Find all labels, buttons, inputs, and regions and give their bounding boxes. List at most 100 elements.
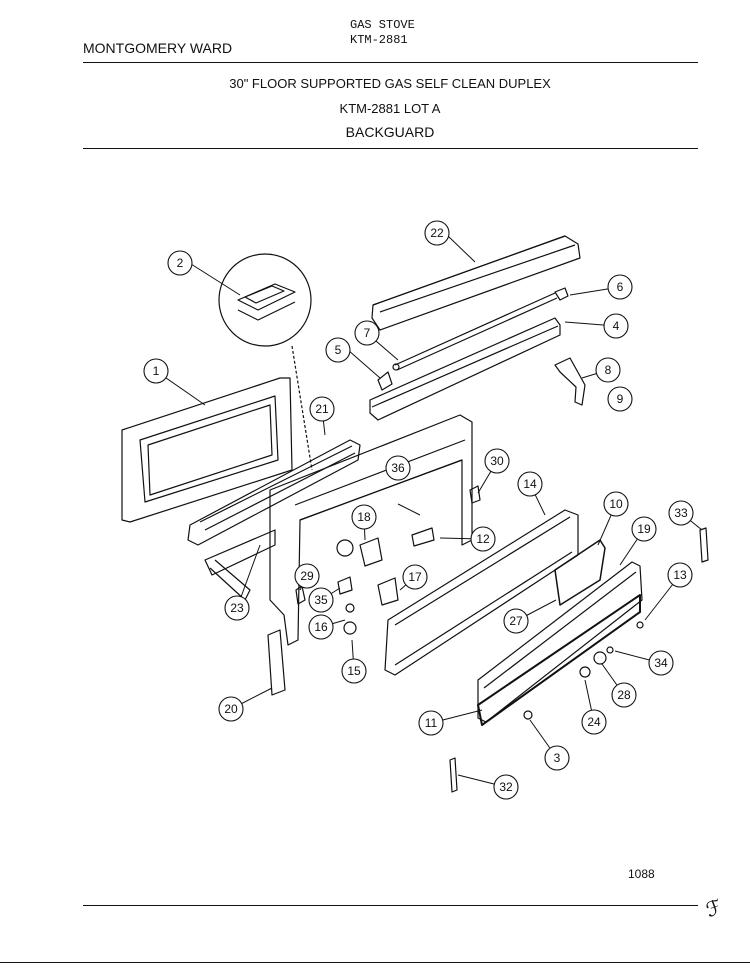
svg-text:2: 2 [177, 256, 184, 270]
svg-text:21: 21 [315, 402, 329, 416]
diagram-section: BACKGUARD [345, 124, 435, 140]
callout-19: 19 [631, 516, 657, 542]
footer-rule [83, 905, 698, 906]
callout-3: 3 [544, 745, 570, 771]
svg-text:27: 27 [509, 614, 523, 628]
part-rod [392, 292, 558, 371]
callout-13: 13 [667, 562, 693, 588]
callout-17: 17 [402, 564, 428, 590]
callout-1: 1 [143, 358, 169, 384]
callout-35: 35 [308, 587, 334, 613]
part-clip-32 [449, 757, 458, 793]
callout-14: 14 [517, 471, 543, 497]
part-switch-17 [377, 577, 399, 606]
part-knob-28 [593, 651, 607, 665]
part-bracket [369, 317, 561, 421]
svg-text:35: 35 [314, 593, 328, 607]
svg-text:36: 36 [391, 461, 405, 475]
part-clip-30 [469, 485, 481, 504]
part-ring-18 [336, 539, 354, 557]
callout-7: 7 [354, 320, 380, 346]
part-knob-24 [579, 666, 591, 678]
svg-text:9: 9 [617, 392, 624, 406]
part-nut-3 [523, 710, 533, 720]
callout-16: 16 [308, 614, 334, 640]
svg-text:33: 33 [674, 506, 688, 520]
callout-4: 4 [603, 313, 629, 339]
callout-27: 27 [503, 608, 529, 634]
svg-text:14: 14 [523, 477, 537, 491]
product-name: GAS STOVE [350, 18, 415, 32]
svg-text:8: 8 [605, 363, 612, 377]
callout-10: 10 [603, 491, 629, 517]
svg-text:15: 15 [347, 664, 361, 678]
callout-33: 33 [668, 500, 694, 526]
part-switch-18 [359, 537, 383, 567]
callout-8: 8 [595, 357, 621, 383]
callout-21: 21 [309, 396, 335, 422]
part-back-panel [121, 377, 293, 523]
part-clip-right [554, 287, 569, 301]
callout-34: 34 [648, 650, 674, 676]
diagram-title: 30" FLOOR SUPPORTED GAS SELF CLEAN DUPLE… [229, 76, 551, 91]
model-number: KTM-2881 [350, 33, 408, 47]
part-lower-rail [204, 529, 276, 601]
callout-9: 9 [607, 386, 633, 412]
callout-36: 36 [385, 455, 411, 481]
svg-text:5: 5 [335, 343, 342, 357]
svg-text:18: 18 [357, 510, 371, 524]
svg-text:20: 20 [224, 702, 238, 716]
callout-6: 6 [607, 274, 633, 300]
header-rule [83, 62, 698, 63]
callout-5: 5 [325, 337, 351, 363]
part-end-bracket [554, 357, 586, 406]
svg-text:13: 13 [673, 568, 687, 582]
callout-22: 22 [424, 220, 450, 246]
callout-28: 28 [611, 682, 637, 708]
part-detail-inset [218, 253, 313, 471]
svg-text:11: 11 [425, 716, 438, 730]
svg-text:24: 24 [587, 715, 601, 729]
callout-30: 30 [484, 448, 510, 474]
callout-24: 24 [581, 709, 607, 735]
part-top-trim [371, 235, 581, 331]
callout-2: 2 [167, 250, 193, 276]
title-rule [83, 148, 698, 149]
part-clip-29 [295, 585, 306, 605]
svg-text:29: 29 [300, 569, 314, 583]
svg-text:6: 6 [617, 280, 624, 294]
svg-text:34: 34 [654, 656, 668, 670]
svg-text:10: 10 [609, 497, 623, 511]
svg-text:1: 1 [153, 364, 160, 378]
callout-32: 32 [493, 774, 519, 800]
svg-text:12: 12 [476, 532, 490, 546]
part-end-cap [267, 629, 286, 696]
callout-20: 20 [218, 696, 244, 722]
part-filter [554, 539, 606, 606]
part-lower-strip [477, 594, 641, 726]
svg-text:3: 3 [554, 751, 561, 765]
callout-12: 12 [470, 526, 496, 552]
part-screw-13 [636, 621, 644, 629]
svg-text:4: 4 [613, 319, 620, 333]
svg-text:32: 32 [499, 780, 513, 794]
page-code: 1088 [628, 867, 655, 881]
svg-text:16: 16 [314, 620, 328, 634]
part-knob-15 [343, 621, 357, 635]
callout-11: 11 [418, 710, 444, 736]
diagram-model-lot: KTM-2881 LOT A [339, 101, 441, 116]
brand-name: MONTGOMERY WARD [83, 40, 233, 56]
callout-29: 29 [294, 563, 320, 589]
svg-text:30: 30 [490, 454, 504, 468]
part-control-frame [269, 414, 473, 646]
svg-text:19: 19 [637, 522, 651, 536]
part-clip-12 [411, 527, 435, 547]
callout-23: 23 [224, 595, 250, 621]
svg-text:23: 23 [230, 601, 244, 615]
svg-text:28: 28 [617, 688, 631, 702]
svg-text:17: 17 [408, 570, 422, 584]
page-bottom-rule [0, 962, 750, 963]
callout-15: 15 [341, 658, 367, 684]
